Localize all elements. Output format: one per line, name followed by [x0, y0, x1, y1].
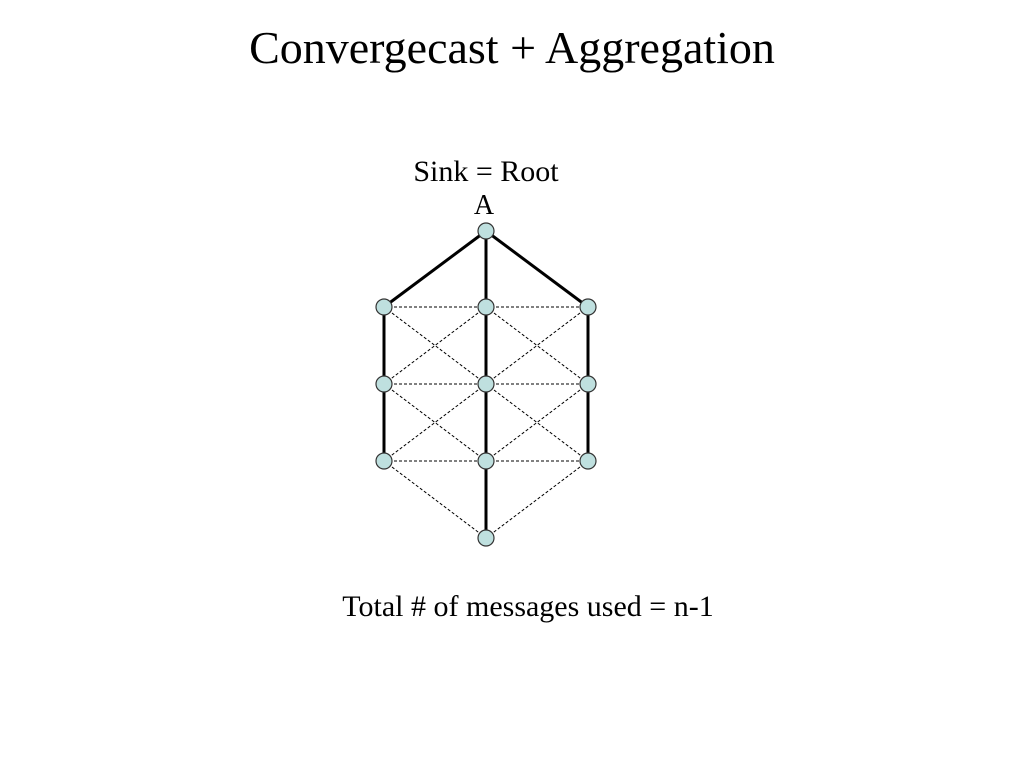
dashed-edge-r1-m2	[485, 306, 589, 385]
nodes	[375, 222, 597, 547]
dashed-edge-m1-l2	[383, 306, 487, 385]
node-r1	[579, 298, 597, 316]
dashed-edges	[383, 306, 589, 539]
message-count-caption: Total # of messages used = n-1	[342, 590, 714, 623]
dashed-edge-r2-m3	[485, 383, 589, 462]
node-m2	[477, 375, 495, 393]
node-m1	[477, 298, 495, 316]
node-l3	[375, 452, 393, 470]
dashed-edge-m2-l3	[383, 383, 487, 462]
dashed-edge-l1-m2	[383, 306, 487, 385]
node-r2	[579, 375, 597, 393]
tree-edge-a-l1	[383, 229, 487, 309]
node-l2	[375, 375, 393, 393]
node-r3	[579, 452, 597, 470]
dashed-edge-m2-r3	[485, 383, 589, 462]
dashed-edge-r3-b	[485, 460, 589, 539]
tree-edge-a-r1	[485, 229, 589, 309]
node-a	[477, 222, 495, 240]
root-node-label: A	[473, 190, 495, 221]
tree-edges	[382, 229, 590, 538]
slide-title: Convergecast + Aggregation	[249, 22, 775, 73]
dashed-edge-l3-b	[383, 460, 487, 539]
dashed-edge-l2-m3	[383, 383, 487, 462]
dashed-edge-m1-r2	[485, 306, 589, 385]
node-l1	[375, 298, 393, 316]
node-m3	[477, 452, 495, 470]
sink-label: Sink = Root	[413, 155, 559, 188]
node-b	[477, 529, 495, 547]
